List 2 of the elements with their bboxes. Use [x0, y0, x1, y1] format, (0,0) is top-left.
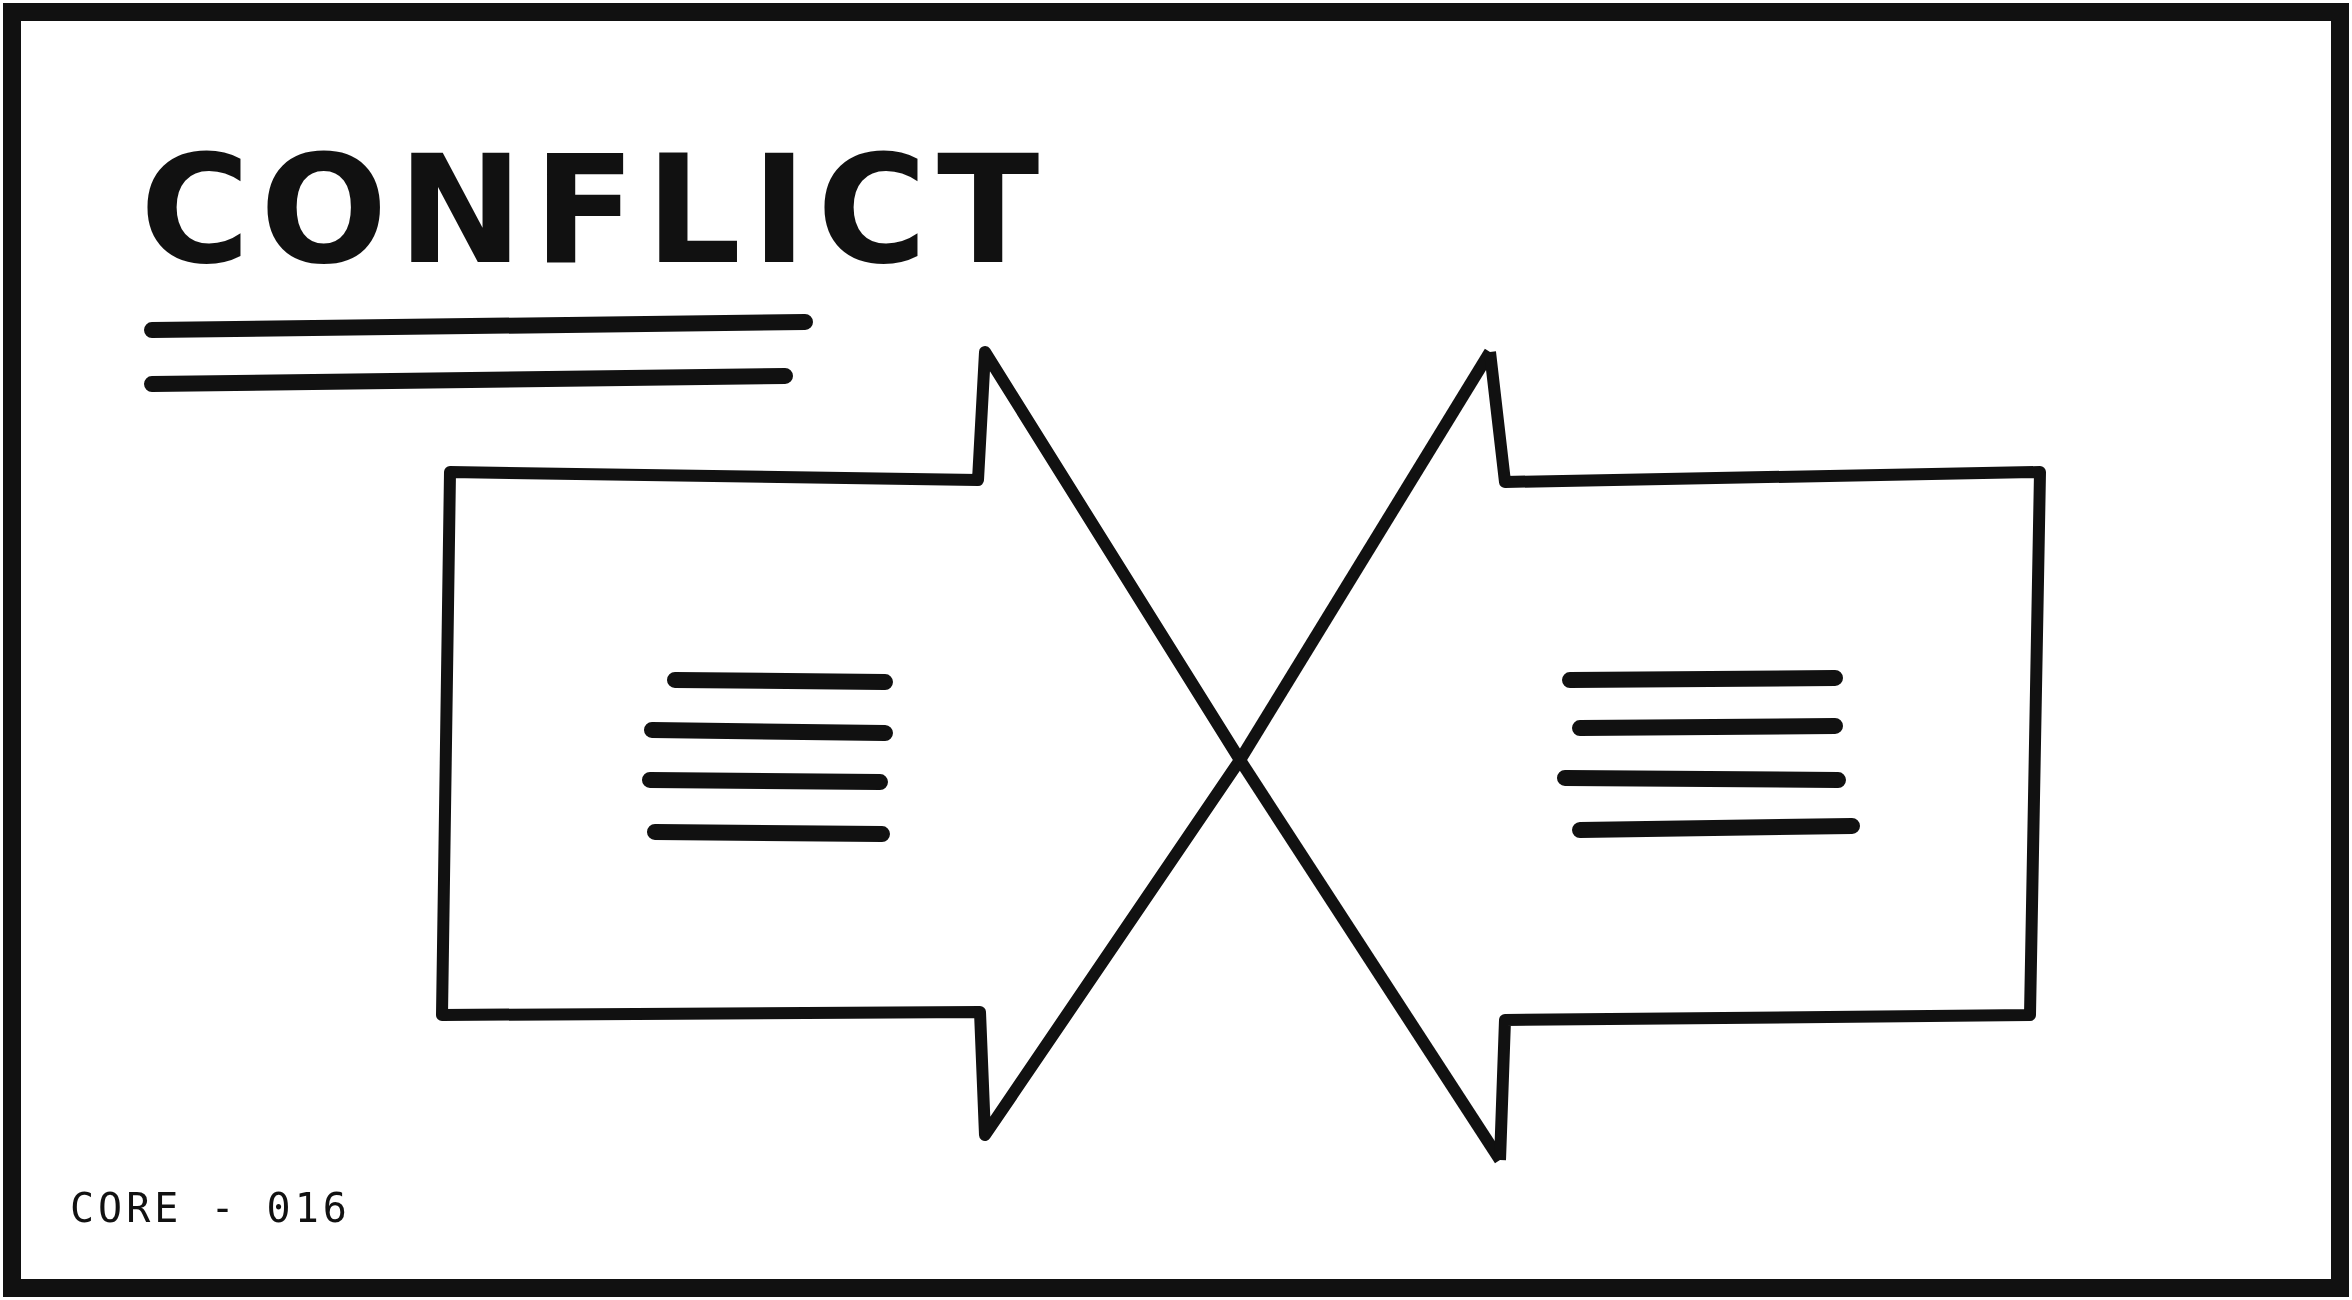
code-label: CORE - 016	[70, 1185, 351, 1231]
title: CONFLICT	[140, 135, 1050, 285]
